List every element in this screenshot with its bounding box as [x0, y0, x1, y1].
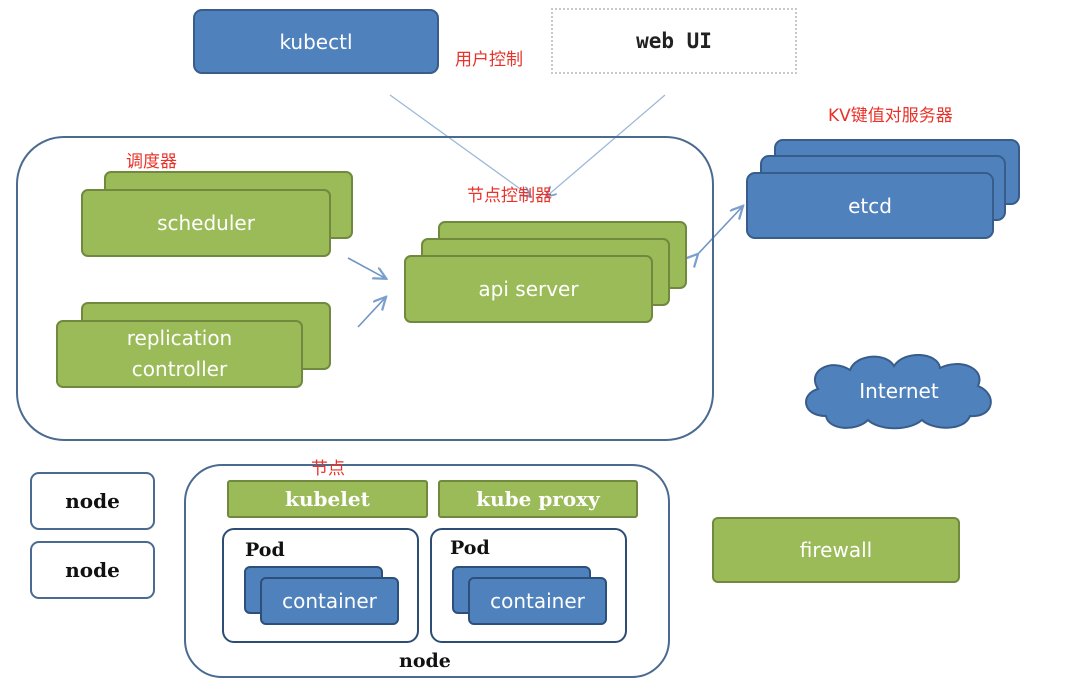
scheduler-to-api-arrow	[347, 257, 385, 278]
controller-label: controller	[131, 357, 228, 381]
kubelet-box: kubelet	[227, 480, 428, 518]
container-2-box: container	[468, 577, 607, 625]
container-1-label: container	[282, 589, 377, 613]
pod-2-label: Pod	[450, 537, 490, 559]
node-1-label: node	[65, 489, 120, 513]
etcd-label: etcd	[848, 193, 892, 218]
kubectl-to-api-arrow	[389, 94, 530, 196]
webui-to-api-arrow	[547, 94, 666, 196]
api-caption: 节点控制器	[467, 186, 552, 206]
api-server-label: api server	[478, 277, 579, 301]
internet-cloud	[805, 353, 992, 430]
kubectl-label: kubectl	[279, 29, 353, 54]
etcd-box: etcd	[746, 172, 994, 239]
container-1-box: container	[260, 577, 399, 625]
controller-to-api-arrow	[357, 298, 385, 328]
kubelet-label: kubelet	[285, 487, 370, 511]
pod-box-2	[430, 528, 627, 643]
node-2-label: node	[65, 558, 120, 582]
node-footer-label: node	[399, 650, 451, 672]
kube-proxy-label: kube proxy	[476, 487, 600, 511]
node-detail-container	[184, 464, 670, 678]
firewall-box: firewall	[712, 517, 960, 583]
kube-proxy-box: kube proxy	[438, 480, 638, 518]
etcd-caption: KV键值对服务器	[828, 106, 953, 126]
pod-box-1	[222, 528, 419, 643]
replication-controller-box: replication controller	[56, 320, 303, 388]
api-etcd-arrow	[697, 207, 742, 255]
node-box-1: node	[30, 472, 155, 530]
container-2-label: container	[490, 589, 585, 613]
scheduler-caption: 调度器	[126, 152, 177, 172]
firewall-label: firewall	[799, 538, 873, 562]
scheduler-box: scheduler	[81, 189, 331, 257]
replication-label: replication	[126, 326, 233, 350]
pod-1-label: Pod	[245, 539, 285, 561]
scheduler-label: scheduler	[157, 211, 255, 235]
webui-box: web UI	[551, 8, 797, 74]
node-box-2: node	[30, 541, 155, 599]
kubectl-box: kubectl	[193, 9, 439, 74]
api-server-box: api server	[404, 255, 653, 323]
master-container	[16, 136, 714, 441]
user-control-caption: 用户控制	[455, 50, 523, 70]
node-caption: 节点	[311, 459, 345, 479]
webui-label: web UI	[636, 29, 712, 53]
internet-label: Internet	[859, 379, 939, 403]
